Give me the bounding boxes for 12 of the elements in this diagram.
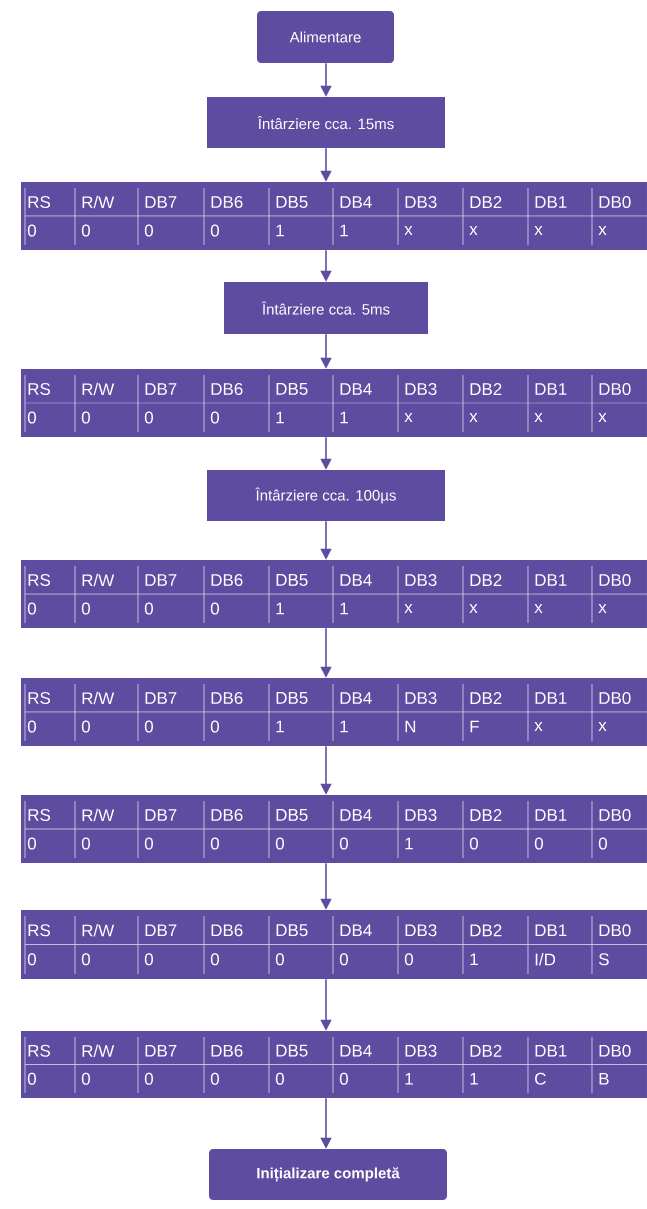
register-table: RS R/W DB7 DB6 DB5 DB4 DB3 DB2 DB1 DB0 0 0 0 0 0 0 1 0 0 0: [21, 795, 647, 863]
register-table: RS R/W DB7 DB6 DB5 DB4 DB3 DB2 DB1 DB0 0 0 0 0 0 0 0 1 I/D S: [21, 910, 647, 979]
process-box: Întârziere cca. 100µs: [207, 470, 445, 521]
process-box: Întârziere cca. 5ms: [224, 282, 428, 334]
register-table: RS R/W DB7 DB6 DB5 DB4 DB3 DB2 DB1 DB0 0 0 0 0 1 1 N F x x: [21, 678, 647, 746]
start-end-box: Alimentare: [257, 11, 394, 63]
start-end-box: Inițializare completă: [209, 1149, 447, 1200]
register-table: RS R/W DB7 DB6 DB5 DB4 DB3 DB2 DB1 DB0 0 0 0 0 1 1 x x x x: [21, 182, 647, 250]
process-box: Întârziere cca. 15ms: [207, 97, 445, 148]
register-table: RS R/W DB7 DB6 DB5 DB4 DB3 DB2 DB1 DB0 0 0 0 0 0 0 1 1 C B: [21, 1031, 647, 1098]
register-table: RS R/W DB7 DB6 DB5 DB4 DB3 DB2 DB1 DB0 0 0 0 0 1 1 x x x x: [21, 560, 647, 628]
register-table: RS R/W DB7 DB6 DB5 DB4 DB3 DB2 DB1 DB0 0 0 0 0 1 1 x x x x: [21, 369, 647, 437]
